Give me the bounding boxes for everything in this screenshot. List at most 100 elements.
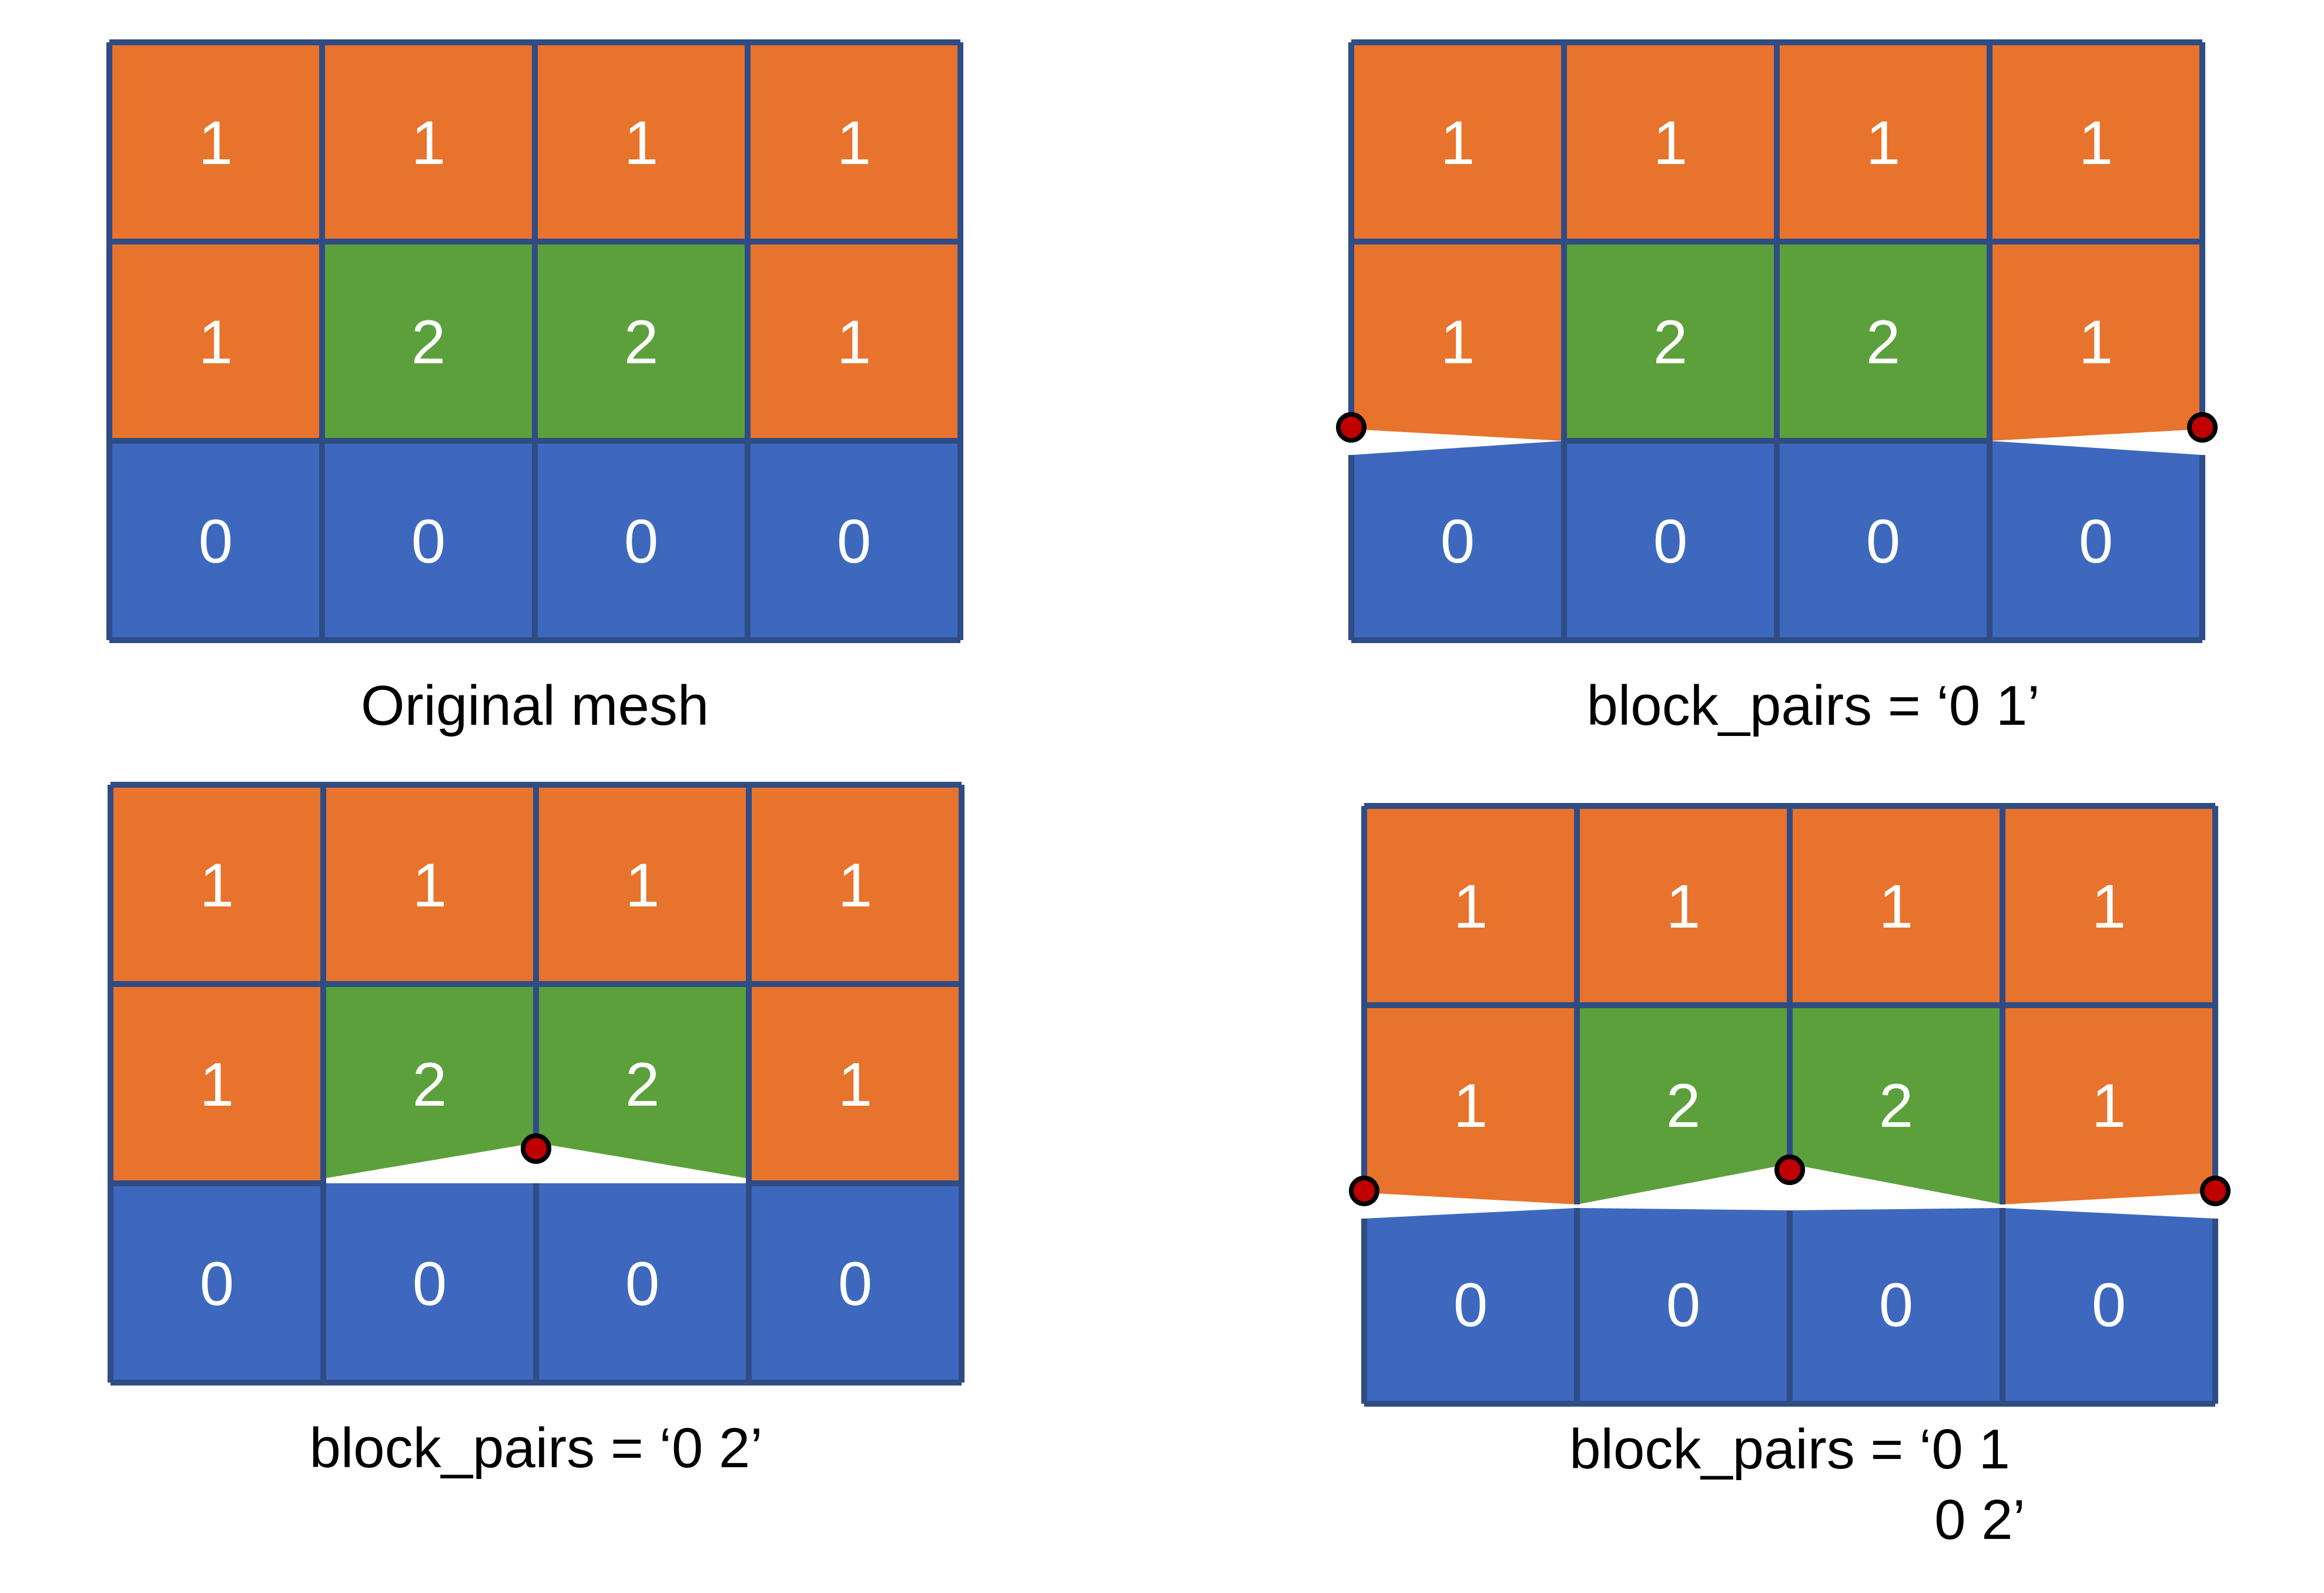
cell-value-label: 1 xyxy=(1653,109,1687,178)
cell-value-label: 2 xyxy=(1879,1072,1913,1140)
mesh-cell-r1c0 xyxy=(109,242,322,441)
mesh-cell-r0c2 xyxy=(1777,42,1990,242)
mesh-cell-r2c1 xyxy=(323,1183,536,1383)
cell-value-label: 1 xyxy=(1866,109,1900,178)
caption-text-line1: block_pairs = ‘0 1 xyxy=(1569,1418,2010,1481)
mesh-cell-r2c0 xyxy=(1351,441,1564,640)
mesh-cell-r2c2 xyxy=(535,441,748,640)
panel-caption: block_pairs = ‘0 2’ xyxy=(110,1413,962,1484)
mesh-cell-r2c2 xyxy=(1777,441,1990,640)
mesh-cell-r0c0 xyxy=(1351,42,1564,242)
mesh-cell-r2c3 xyxy=(2002,1208,2215,1404)
mesh-cell-r0c0 xyxy=(1364,806,1577,1005)
mesh-cell-r0c3 xyxy=(2002,806,2215,1005)
caption-text: Original mesh xyxy=(360,674,709,737)
split-node-dot-right xyxy=(2200,1176,2231,1206)
mesh-cell-r2c1 xyxy=(322,441,535,640)
cell-value-label: 1 xyxy=(413,851,447,920)
cell-value-label: 1 xyxy=(1666,872,1700,941)
cell-value-label: 1 xyxy=(199,308,233,377)
mesh-cell-r1c3 xyxy=(1990,242,2202,441)
cell-value-label: 0 xyxy=(1666,1271,1700,1340)
cell-value-label: 1 xyxy=(1454,1072,1488,1140)
cell-value-label: 2 xyxy=(413,1050,447,1119)
panel-caption: block_pairs = ‘0 1’ xyxy=(1351,671,2202,741)
cell-value-label: 1 xyxy=(2079,308,2113,377)
split-node-dot-right xyxy=(2187,412,2218,443)
panel-caption: Original mesh xyxy=(109,671,960,741)
mesh-cell-r1c1 xyxy=(1564,242,1777,441)
cell-value-label: 1 xyxy=(2092,1072,2126,1140)
mesh-cell-r2c2 xyxy=(536,1183,749,1383)
cell-value-label: 1 xyxy=(2092,872,2126,941)
mesh-cell-r0c0 xyxy=(109,42,322,242)
cell-value-label: 1 xyxy=(624,109,658,178)
mesh-cell-r1c1 xyxy=(322,242,535,441)
cell-value-label: 1 xyxy=(838,851,872,920)
mesh-cell-r0c2 xyxy=(536,785,749,984)
cell-value-label: 2 xyxy=(625,1050,659,1119)
mesh-cell-r2c3 xyxy=(749,1183,962,1383)
mesh-cell-r1c0 xyxy=(1364,1005,1577,1204)
cell-value-label: 1 xyxy=(837,109,871,178)
cell-value-label: 1 xyxy=(837,308,871,377)
caption-text: block_pairs = ‘0 2’ xyxy=(309,1417,763,1480)
mesh-cell-r0c3 xyxy=(1990,42,2202,242)
mesh-cell-r2c3 xyxy=(1990,441,2202,640)
cell-value-label: 0 xyxy=(413,1250,447,1318)
cell-value-label: 1 xyxy=(411,109,446,178)
cell-value-label: 1 xyxy=(199,109,233,178)
caption-text-line2: 0 2’ xyxy=(1934,1488,2025,1551)
mesh-cell-r2c3 xyxy=(748,441,960,640)
caption-text-wrap: block_pairs = ‘0 1 0 2’ xyxy=(1569,1414,2025,1555)
caption-text: block_pairs = ‘0 1’ xyxy=(1586,674,2040,737)
cell-value-label: 1 xyxy=(1441,308,1475,377)
mesh-cell-r0c1 xyxy=(1577,806,1790,1005)
mesh-cell-r2c1 xyxy=(1577,1208,1790,1404)
mesh-cell-r1c2 xyxy=(535,242,748,441)
mesh-cell-r1c2 xyxy=(536,984,749,1179)
mesh-cell-r0c1 xyxy=(323,785,536,984)
mesh-cell-r0c3 xyxy=(749,785,962,984)
cell-value-label: 1 xyxy=(200,1050,234,1119)
mesh-cell-r0c1 xyxy=(1564,42,1777,242)
cell-value-label: 1 xyxy=(838,1050,872,1119)
cell-value-label: 2 xyxy=(1653,308,1687,377)
mesh-cell-r0c0 xyxy=(110,785,323,984)
mesh-cell-r0c2 xyxy=(1790,806,2002,1005)
cell-value-label: 2 xyxy=(624,308,658,377)
mesh-cell-r1c2 xyxy=(1790,1005,2002,1204)
cell-value-label: 0 xyxy=(2092,1271,2126,1340)
cell-value-label: 0 xyxy=(837,507,871,576)
mesh-cell-r2c1 xyxy=(1564,441,1777,640)
cell-value-label: 0 xyxy=(625,1250,659,1318)
cell-value-label: 0 xyxy=(2079,507,2113,576)
cell-value-label: 0 xyxy=(199,507,233,576)
panel-caption: block_pairs = ‘0 1 0 2’ xyxy=(1364,1414,2215,1555)
cell-value-label: 1 xyxy=(200,851,234,920)
cell-value-label: 0 xyxy=(1441,507,1475,576)
mesh-cell-r2c0 xyxy=(109,441,322,640)
mesh-cell-r0c3 xyxy=(748,42,960,242)
cell-value-label: 1 xyxy=(1441,109,1475,178)
mesh-cell-r0c2 xyxy=(535,42,748,242)
mesh-cell-r1c1 xyxy=(323,984,536,1179)
split-node-dot-left xyxy=(1349,1176,1379,1206)
cell-value-label: 0 xyxy=(1879,1271,1913,1340)
cell-value-label: 1 xyxy=(625,851,659,920)
cell-value-label: 0 xyxy=(1454,1271,1488,1340)
mesh-cell-r1c0 xyxy=(1351,242,1564,441)
split-node-dot-center xyxy=(1774,1154,1805,1185)
mesh-cell-r2c2 xyxy=(1790,1208,2002,1404)
mesh-cell-r1c2 xyxy=(1777,242,1990,441)
cell-value-label: 2 xyxy=(411,308,446,377)
